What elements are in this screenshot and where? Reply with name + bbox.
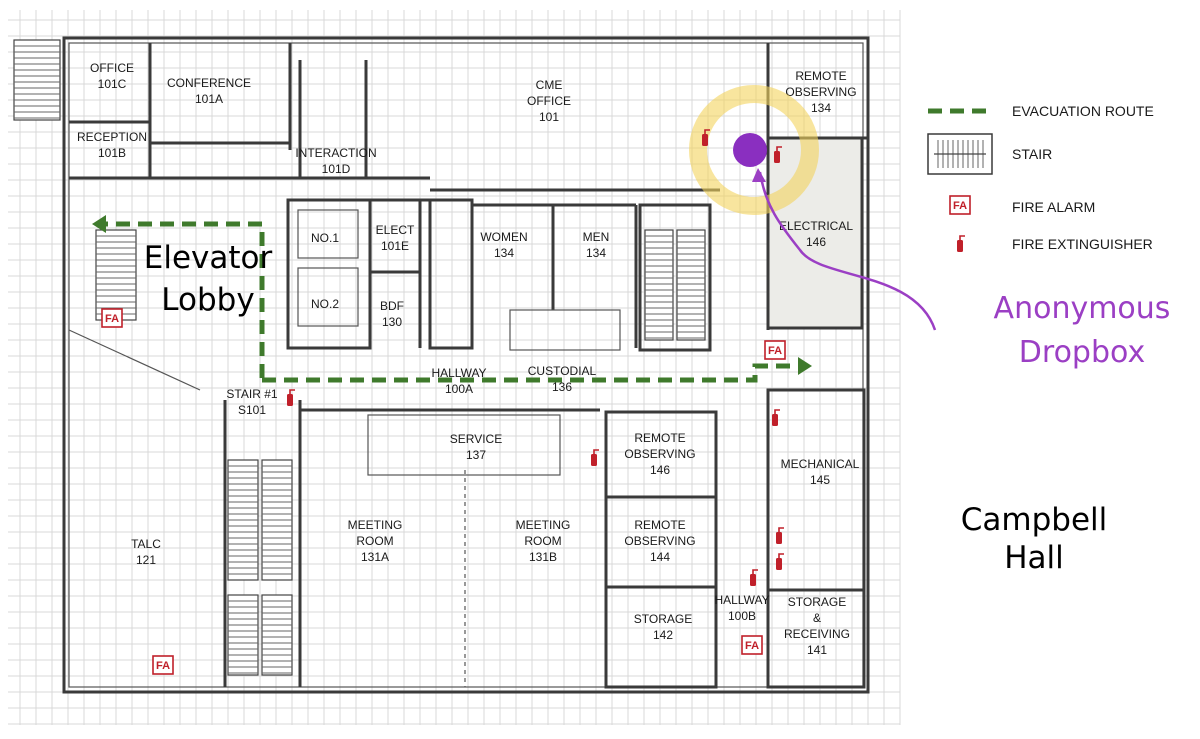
fire-extinguisher-icon xyxy=(774,146,782,163)
dropbox-arrowhead xyxy=(752,168,766,182)
svg-text:FA: FA xyxy=(745,640,759,652)
legend-fire-alarm-label: FIRE ALARM xyxy=(1012,199,1095,215)
dropbox-leader-line xyxy=(758,171,937,331)
svg-text:FA: FA xyxy=(105,313,119,325)
legend: EVACUATION ROUTE STAIR FA FIRE ALARM FIR… xyxy=(927,103,1154,252)
legend-fire-extinguisher-label: FIRE EXTINGUISHER xyxy=(1012,236,1153,252)
evacuation-route xyxy=(92,215,812,383)
svg-text:FA: FA xyxy=(768,345,782,357)
fire-extinguisher-icon xyxy=(776,553,784,570)
fire-extinguisher-icon xyxy=(750,569,758,586)
anonymous-dropbox-label-2: Dropbox xyxy=(1019,335,1145,370)
anonymous-dropbox-label: Anonymous xyxy=(994,291,1171,326)
background-grid xyxy=(8,10,901,725)
fire-extinguisher-icon xyxy=(957,235,965,252)
fire-extinguisher-icon xyxy=(776,527,784,544)
fire-extinguisher-icon xyxy=(702,129,710,146)
stair-hatching xyxy=(13,39,706,676)
legend-stair-label: STAIR xyxy=(1012,146,1052,162)
building-walls xyxy=(62,36,870,694)
elevator-lobby-label: Elevator xyxy=(144,240,273,276)
svg-text:FA: FA xyxy=(156,660,170,672)
legend-evacuation-label: EVACUATION ROUTE xyxy=(1012,103,1154,119)
fire-extinguisher-icon xyxy=(287,389,295,406)
campbell-hall-label-2: Hall xyxy=(1004,540,1064,576)
fire-alarm-icon: FA xyxy=(152,655,174,675)
fire-extinguisher-icon xyxy=(772,409,780,426)
legend-fire-alarm-icon: FA xyxy=(949,195,971,215)
room-label-no1: NO.1 xyxy=(311,231,339,245)
legend-stair-icon xyxy=(927,133,993,175)
elevator-lobby-label-2: Lobby xyxy=(161,282,254,318)
dropbox-highlight xyxy=(689,85,819,215)
fire-alarm-icon: FA xyxy=(741,635,763,655)
fire-alarm-icon: FA xyxy=(764,340,786,360)
dropbox-marker xyxy=(733,133,767,167)
fire-extinguisher-icon xyxy=(591,449,599,466)
fire-alarm-icon: FA xyxy=(101,308,123,328)
legend-fire-extinguisher-icon xyxy=(957,235,965,252)
room-label-no2: NO.2 xyxy=(311,297,339,311)
campbell-hall-label: Campbell xyxy=(961,502,1108,538)
fire-symbols: FA FA FA FA xyxy=(101,129,786,675)
svg-text:FA: FA xyxy=(953,200,967,212)
